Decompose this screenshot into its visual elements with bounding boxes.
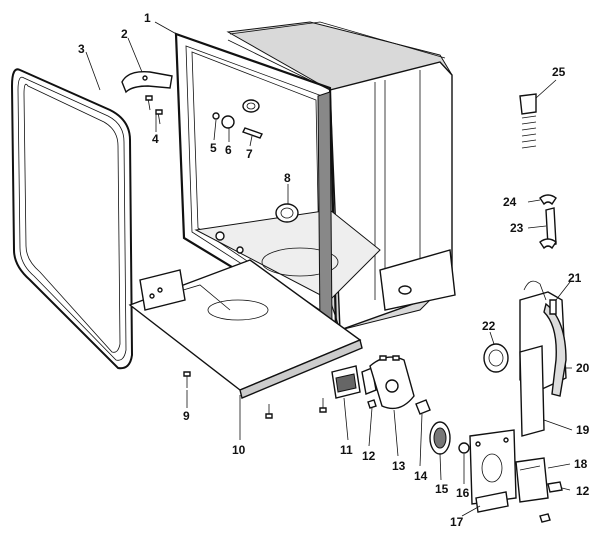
label-part-19: 19 (576, 423, 590, 437)
label-part-11: 11 (340, 443, 353, 457)
hinge-pin (539, 194, 557, 250)
label-part-7: 7 (246, 147, 253, 161)
gear-cam (429, 421, 470, 455)
part-labels: 1 2 3 4 5 6 7 8 9 10 11 12 13 14 15 16 1… (78, 11, 590, 529)
label-part-12b: 12 (576, 484, 590, 498)
door-switch (515, 457, 563, 523)
label-part-3: 3 (78, 42, 85, 56)
label-part-15: 15 (435, 482, 449, 496)
dishwasher-tub (174, 21, 456, 332)
switch-bracket (469, 429, 517, 513)
label-part-9: 9 (183, 409, 190, 423)
label-part-5: 5 (210, 141, 217, 155)
label-part-4: 4 (152, 132, 159, 146)
door-gasket (10, 68, 134, 370)
latch-assembly (331, 355, 431, 415)
label-part-18: 18 (574, 457, 588, 471)
leader-lines (85, 21, 573, 517)
bottom-base-frame (128, 259, 363, 419)
label-part-8: 8 (284, 171, 291, 185)
ring-seal (483, 343, 509, 373)
label-part-22: 22 (482, 319, 496, 333)
label-part-17: 17 (450, 515, 464, 529)
label-part-16: 16 (456, 486, 470, 500)
label-part-10: 10 (232, 443, 246, 457)
label-part-23: 23 (510, 221, 524, 235)
spring-plunger (519, 93, 537, 149)
label-part-20: 20 (576, 361, 590, 375)
label-part-1: 1 (144, 11, 151, 25)
label-part-25: 25 (552, 65, 566, 79)
label-part-6: 6 (225, 143, 232, 157)
label-part-12: 12 (362, 449, 376, 463)
label-part-24: 24 (503, 195, 517, 209)
label-part-14: 14 (414, 469, 428, 483)
label-part-21: 21 (568, 271, 582, 285)
hinge-bracket (121, 71, 173, 125)
label-part-2: 2 (121, 27, 128, 41)
label-part-13: 13 (392, 459, 406, 473)
latch-handle (519, 280, 567, 437)
